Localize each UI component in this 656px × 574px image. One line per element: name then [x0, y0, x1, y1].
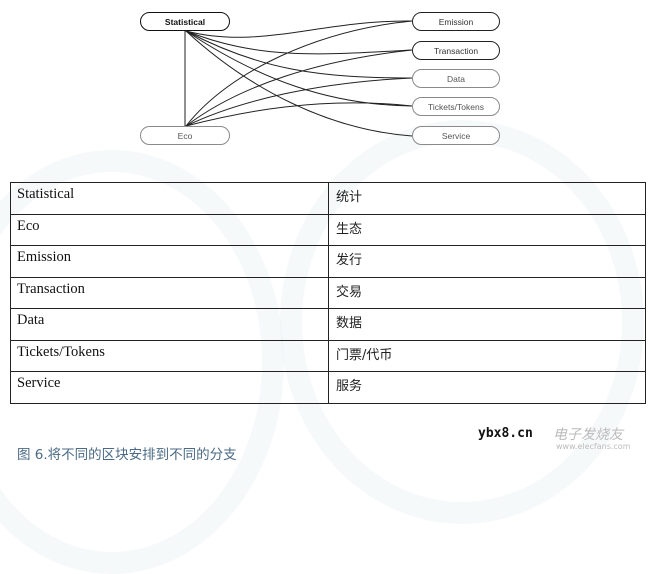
cell-en: Data	[10, 308, 329, 341]
cell-en: Eco	[10, 213, 329, 246]
cell-en: Statistical	[10, 182, 329, 215]
figure-caption: 图 6.将不同的区块安排到不同的分支	[17, 447, 237, 463]
table-row: Eco 生态	[10, 213, 646, 246]
cell-en: Emission	[10, 245, 329, 278]
node-emission: Emission	[412, 12, 500, 31]
watermark-brand-url: www.elecfans.com	[556, 442, 631, 451]
node-tickets-tokens: Tickets/Tokens	[412, 97, 500, 116]
cell-cn: 统计	[328, 182, 646, 215]
table-row: Emission 发行	[10, 245, 646, 278]
watermark-brand-logo: 电子发烧友	[553, 427, 623, 443]
cell-cn: 数据	[328, 308, 646, 341]
node-data: Data	[412, 69, 500, 88]
cell-cn: 生态	[328, 213, 646, 246]
node-statistical: Statistical	[140, 12, 230, 31]
cell-en: Transaction	[10, 276, 329, 309]
cell-en: Tickets/Tokens	[10, 339, 329, 372]
cell-cn: 发行	[328, 245, 646, 278]
cell-cn: 服务	[328, 371, 646, 404]
cell-en: Service	[10, 371, 329, 404]
node-service: Service	[412, 126, 500, 145]
table-row: Tickets/Tokens 门票/代币	[10, 339, 646, 372]
node-eco: Eco	[140, 126, 230, 145]
watermark-site: ybx8.cn	[478, 426, 533, 441]
table-row: Statistical 统计	[10, 182, 646, 215]
table-row: Transaction 交易	[10, 276, 646, 309]
diagram-edges	[184, 20, 413, 137]
table-row: Data 数据	[10, 308, 646, 341]
branch-diagram: Statistical Eco Emission Transaction Dat…	[0, 0, 656, 160]
cell-cn: 交易	[328, 276, 646, 309]
cell-cn: 门票/代币	[328, 339, 646, 372]
table-row: Service 服务	[10, 371, 646, 404]
translation-table: Statistical 统计 Eco 生态 Emission 发行 Transa…	[10, 182, 646, 404]
node-transaction: Transaction	[412, 41, 500, 60]
